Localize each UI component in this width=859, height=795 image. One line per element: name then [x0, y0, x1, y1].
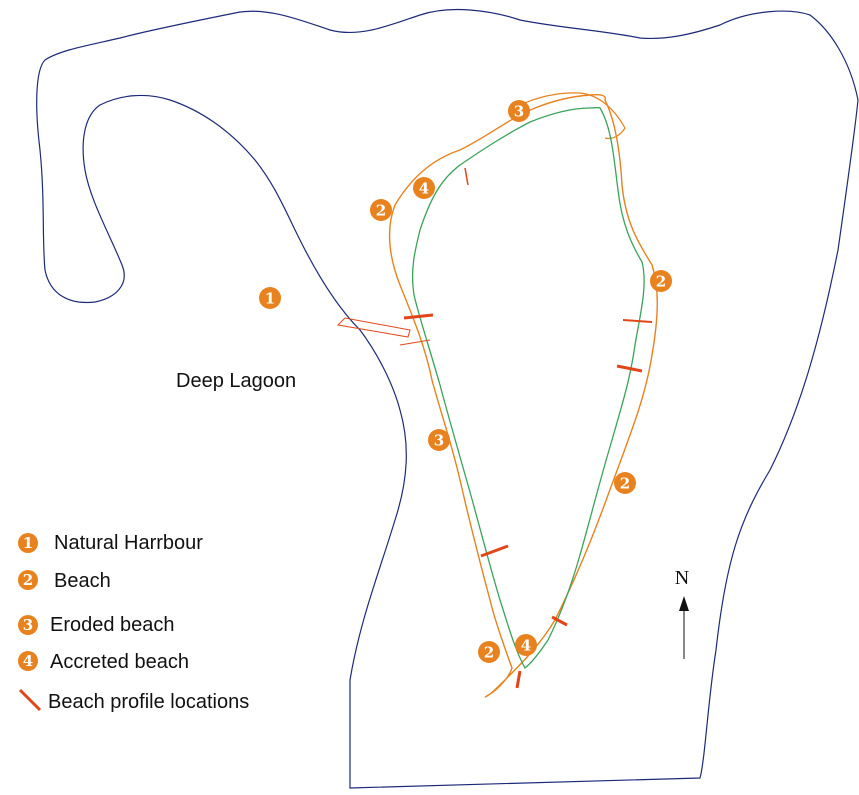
- island-shoreline-orange-northtip: [519, 92, 626, 140]
- marker-eroded-beach: 3: [428, 429, 450, 451]
- marker-beach: 2: [614, 472, 636, 494]
- marker-beach: 2: [478, 641, 500, 663]
- lagoon-label: Deep Lagoon: [176, 370, 296, 392]
- beach-profile-line: [480, 544, 509, 558]
- svg-text:2: 2: [484, 644, 494, 662]
- pier-jetty: [399, 339, 431, 346]
- marker-accreted-beach: 4: [515, 634, 537, 656]
- svg-text:2: 2: [23, 571, 33, 589]
- north-arrow: N: [675, 567, 689, 659]
- marker-beach: 2: [370, 199, 392, 221]
- beach-profile-line: [622, 319, 653, 323]
- marker-eroded-beach: 3: [508, 100, 530, 122]
- island-shoreline-green: [411, 106, 645, 669]
- legend-item: 3 Eroded beach: [18, 614, 175, 636]
- svg-text:1: 1: [23, 534, 33, 552]
- legend-item: 4 Accreted beach: [18, 651, 189, 673]
- pier: [336, 317, 411, 338]
- legend-item-profile: Beach profile locations: [18, 688, 249, 713]
- svg-text:2: 2: [656, 273, 666, 291]
- island-shoreline-orange: [388, 93, 658, 698]
- svg-text:2: 2: [376, 202, 386, 220]
- legend-label: Natural Harrbour: [54, 532, 203, 554]
- legend-label: Eroded beach: [50, 614, 175, 636]
- beach-profile-line: [616, 364, 643, 373]
- beach-profile-line: [515, 670, 522, 689]
- svg-text:2: 2: [620, 475, 630, 493]
- svg-text:1: 1: [265, 290, 275, 308]
- legend-item: 1 Natural Harrbour: [18, 532, 203, 554]
- harbour-outline: [36, 8, 859, 789]
- legend-label: Beach: [54, 570, 111, 592]
- marker-accreted-beach: 4: [413, 177, 435, 199]
- profile-line-icon: [18, 688, 42, 712]
- north-arrow-icon: [679, 596, 689, 611]
- beach-profile-line: [551, 615, 568, 627]
- marker-beach: 2: [650, 270, 672, 292]
- svg-text:4: 4: [521, 637, 531, 655]
- svg-text:3: 3: [434, 432, 444, 450]
- svg-text:4: 4: [23, 652, 33, 670]
- legend: 1 Natural Harrbour 2 Beach 3 Eroded beac…: [18, 532, 249, 713]
- beach-profile-line: [464, 167, 469, 186]
- legend-label: Accreted beach: [50, 651, 189, 673]
- marker-natural-harbour: 1: [259, 287, 281, 309]
- legend-label: Beach profile locations: [48, 691, 249, 713]
- legend-item: 2 Beach: [18, 570, 111, 592]
- svg-text:3: 3: [514, 103, 524, 121]
- beach-profile-line: [403, 313, 434, 320]
- svg-text:4: 4: [419, 180, 429, 198]
- svg-text:3: 3: [23, 616, 33, 634]
- north-label: N: [675, 567, 689, 589]
